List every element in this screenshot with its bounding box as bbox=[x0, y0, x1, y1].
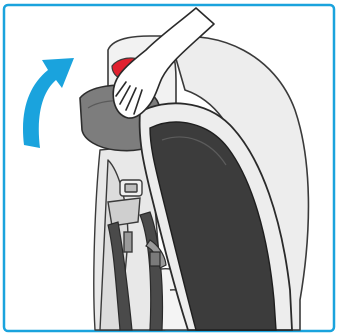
instruction-illustration bbox=[0, 0, 338, 335]
car-seat-diagram bbox=[0, 0, 338, 335]
